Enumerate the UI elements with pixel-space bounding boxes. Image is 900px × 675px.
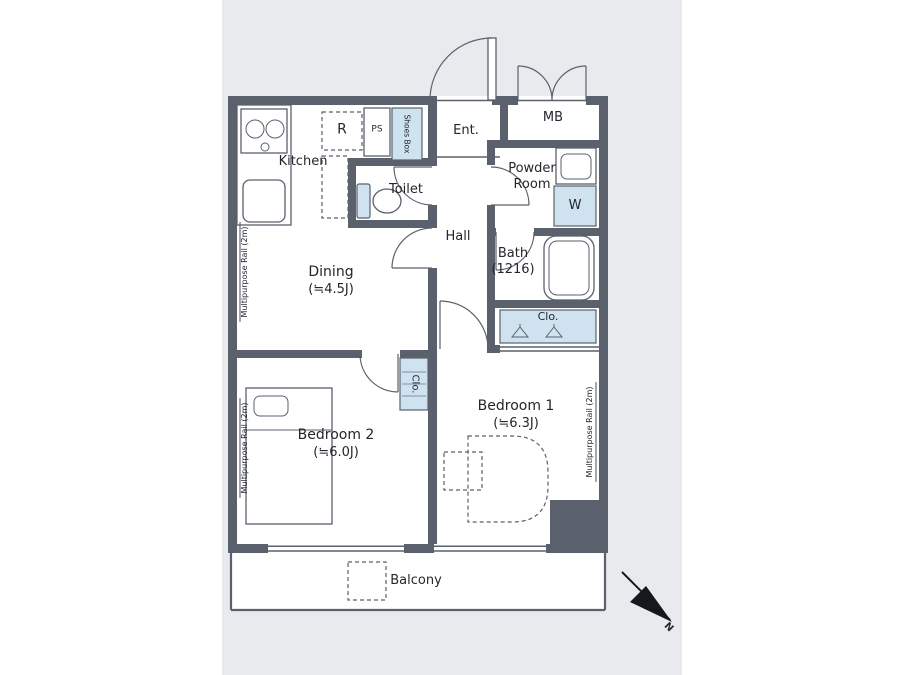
- hanger-icon: [544, 324, 564, 338]
- hanger-icon: [510, 324, 530, 338]
- closet-shelf-lines: [402, 371, 426, 397]
- toilet-bowl-icon: [372, 188, 402, 214]
- multipurpose-rails: [239, 222, 597, 498]
- kitchen-fixtures: [236, 104, 423, 226]
- powder-room-label: Powder Room: [508, 161, 556, 194]
- rail-label-left-lower: Multipurpose Rail (2m): [240, 402, 249, 494]
- powder-room-line1: Powder: [508, 160, 556, 176]
- bathtub-icon: [543, 235, 595, 301]
- vanity-sink-icon: [560, 153, 592, 180]
- rail-label-left-upper: Multipurpose Rail (2m): [240, 226, 249, 318]
- toilet-label: Toilet: [388, 181, 424, 197]
- openings-and-windows: [229, 99, 607, 612]
- bath-fixtures: [543, 235, 595, 301]
- refrigerator-label: R: [337, 121, 347, 138]
- bath-size: (1216): [491, 262, 535, 277]
- washer-box: [553, 185, 597, 227]
- bath-name: Bath: [497, 245, 529, 261]
- furniture: [245, 387, 549, 601]
- bedroom2-label: Bedroom 2 (≒6.0J): [298, 427, 375, 461]
- powder-room-line2: Room: [513, 177, 551, 192]
- hall-label: Hall: [445, 228, 471, 244]
- pipe-space-label: PS: [371, 124, 383, 135]
- dining-label: Dining (≒4.5J): [308, 264, 354, 298]
- burner-icon: [260, 142, 270, 152]
- bedroom2-name: Bedroom 2: [297, 427, 375, 444]
- closet-right-fixtures: [499, 309, 597, 344]
- meter-box-label: MB: [542, 109, 564, 125]
- bath-label: Bath (1216): [491, 246, 534, 279]
- washer-label: W: [568, 197, 582, 213]
- walls: [228, 96, 608, 553]
- powder-room-door: [490, 166, 530, 206]
- dining-size: (≒4.5J): [308, 281, 354, 297]
- burner-icon: [265, 119, 285, 139]
- shoes-box-label: Shoes Box: [402, 114, 412, 154]
- balcony-outline: [229, 553, 607, 612]
- bedroom1-size: (≒6.3J): [493, 415, 539, 431]
- bedroom2-door: [359, 353, 399, 393]
- bed-icon: [245, 387, 333, 525]
- dashed-furniture-icon: [443, 451, 483, 491]
- doors: [359, 37, 587, 393]
- balcony-unit-icon: [347, 561, 387, 601]
- closet-sliding-doors: [500, 346, 599, 352]
- compass-north-icon: [621, 571, 672, 622]
- bedroom2-size: (≒6.0J): [313, 444, 359, 460]
- kitchen-sink: [242, 179, 286, 223]
- bedroom1-door: [439, 300, 489, 350]
- pillar: [550, 500, 608, 553]
- dashed-bed-icon: [467, 435, 549, 523]
- meter-box-doors: [517, 65, 587, 101]
- dining-name: Dining: [308, 264, 354, 281]
- powder-room-fixtures: [553, 147, 597, 227]
- pillow-icon: [253, 395, 289, 417]
- bedroom1-label: Bedroom 1 (≒6.3J): [478, 398, 555, 432]
- rail-label-right: Multipurpose Rail (2m): [585, 386, 594, 478]
- window-bedroom2: [268, 545, 404, 552]
- toilet-fixtures: [356, 183, 402, 219]
- shoes-box: [391, 107, 423, 161]
- closet-right-label: Clo.: [537, 310, 559, 324]
- pipe-space-box: [363, 107, 391, 157]
- balcony-label: Balcony: [390, 572, 442, 588]
- entrance-door: [429, 37, 497, 101]
- kitchen-dashed-zone: [321, 155, 349, 219]
- closet-middle-label: Clo.: [409, 374, 421, 394]
- toilet-door: [393, 166, 433, 206]
- window-bedroom1: [434, 545, 546, 552]
- bedroom1-name: Bedroom 1: [477, 398, 555, 415]
- entrance-label: Ent.: [453, 122, 479, 138]
- kitchen-label: Kitchen: [278, 153, 328, 169]
- dining-door: [391, 227, 433, 269]
- refrigerator-space: [321, 111, 363, 151]
- burner-icon: [245, 119, 265, 139]
- bath-door: [495, 231, 535, 271]
- closet-middle-fixtures: [399, 357, 429, 411]
- toilet-tank: [356, 183, 371, 219]
